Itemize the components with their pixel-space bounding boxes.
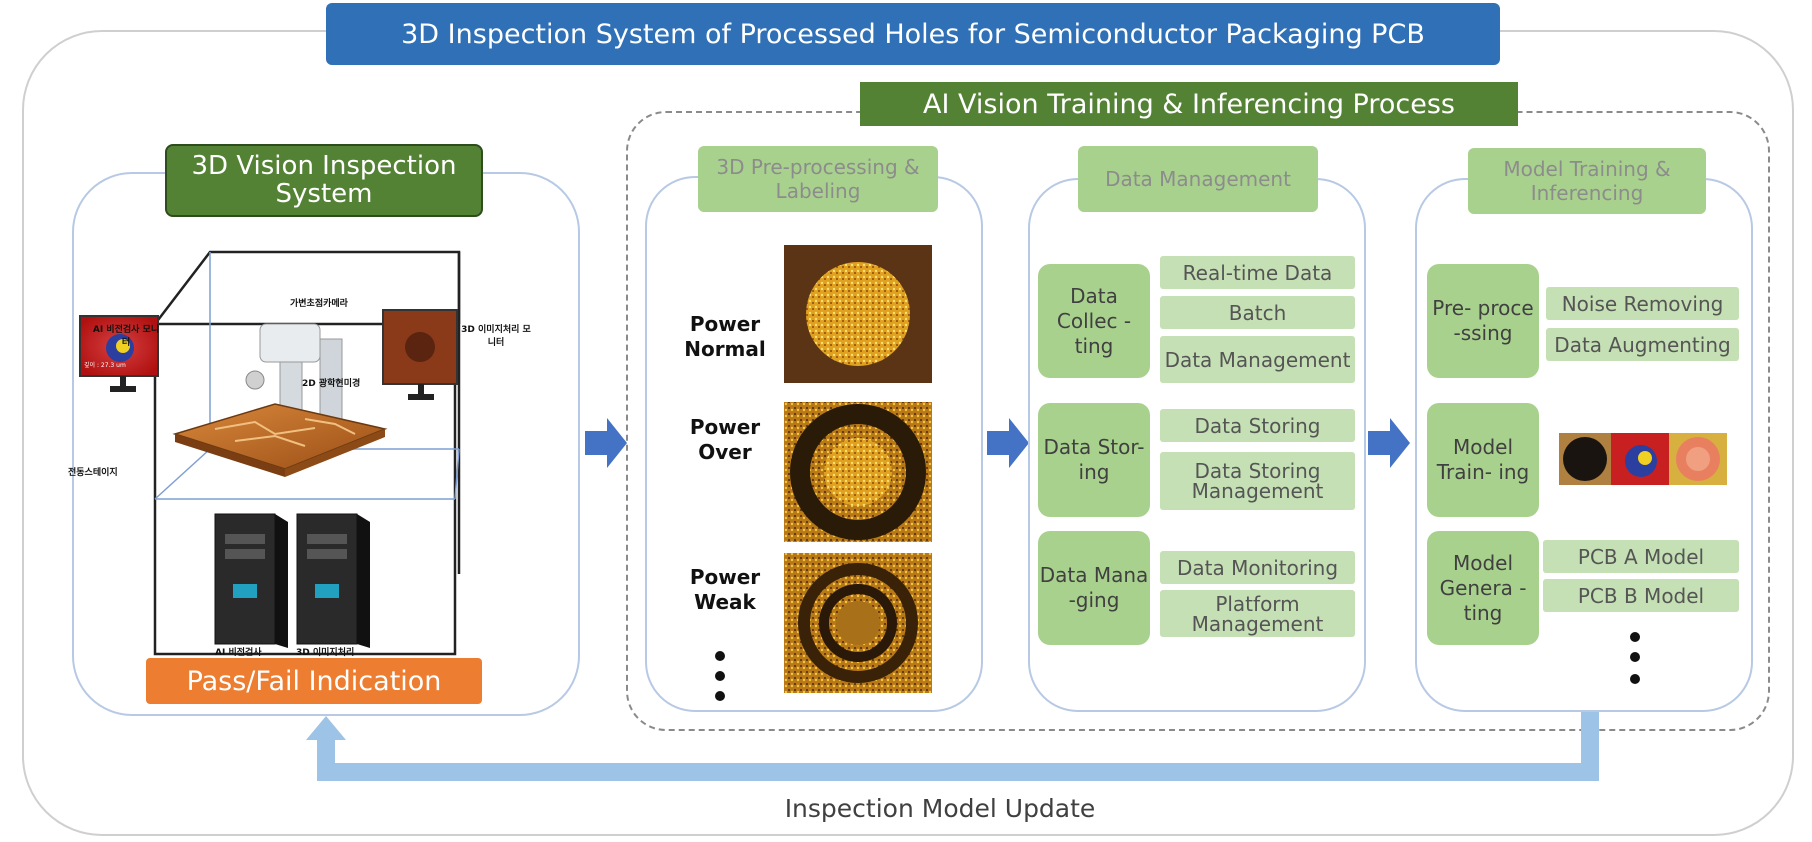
stage-label: 전동스테이지 — [68, 468, 118, 478]
preprocessing-step-label: Pre- proce -ssing — [1427, 264, 1539, 378]
main-title: 3D Inspection System of Processed Holes … — [326, 3, 1500, 65]
item-noise-removing: Noise Removing — [1546, 287, 1739, 320]
item-data-storing-management: Data Storing Management — [1160, 452, 1355, 510]
pc-ai-label: AI 비전검사 — [215, 648, 262, 658]
data-collecting-label: Data Collec -ting — [1038, 264, 1150, 378]
sample-image-over — [784, 402, 932, 542]
preprocessing-title: 3D Pre-processing & Labeling — [698, 146, 938, 212]
model-generating-label: Model Genera -ting — [1427, 531, 1539, 645]
ai-process-title: AI Vision Training & Inferencing Process — [860, 82, 1518, 126]
item-data-storing: Data Storing — [1160, 409, 1355, 442]
flow-arrow-icon — [987, 418, 1029, 468]
pass-fail-indicator: Pass/Fail Indication — [146, 658, 482, 704]
training-sample-images — [1559, 433, 1727, 485]
item-data-augmenting: Data Augmenting — [1546, 328, 1739, 361]
data-management-title: Data Management — [1078, 146, 1318, 212]
camera-label: 가변초점카메라 — [290, 299, 348, 309]
flow-arrow-icon — [1368, 418, 1410, 468]
item-pcb-b-model: PCB B Model — [1543, 579, 1739, 612]
model-update-label: Inspection Model Update — [784, 793, 1096, 823]
monitor-3d-label: 3D 이미지처리 모니터 — [461, 325, 531, 348]
item-realtime-data: Real-time Data — [1160, 256, 1355, 289]
ellipsis-dot — [715, 671, 725, 681]
vision-system-title: 3D Vision Inspection System — [165, 144, 483, 217]
ellipsis-dot — [1630, 652, 1640, 662]
sample-image-normal — [784, 245, 932, 383]
depth-readout: 깊이 : 27.3 um — [84, 362, 126, 369]
sample-label-normal: Power Normal — [684, 312, 766, 361]
sample-label-weak: Power Weak — [689, 565, 761, 614]
ellipsis-dot — [715, 691, 725, 701]
sample-label-over: Power Over — [689, 415, 761, 464]
sample-image-weak — [784, 553, 932, 693]
hole-sample-images — [784, 245, 932, 693]
model-title: Model Training & Inferencing — [1468, 148, 1706, 214]
item-data-management: Data Management — [1160, 336, 1355, 383]
item-batch: Batch — [1160, 296, 1355, 329]
item-data-monitoring: Data Monitoring — [1160, 551, 1355, 584]
inspection-machine-illustration — [79, 250, 461, 656]
item-platform-management: Platform Management — [1160, 590, 1355, 637]
item-pcb-a-model: PCB A Model — [1543, 540, 1739, 573]
ellipsis-dot — [1630, 674, 1640, 684]
ellipsis-dot — [1630, 632, 1640, 642]
ellipsis-dot — [715, 651, 725, 661]
ai-monitor-label: AI 비전검사 모니터 — [92, 325, 160, 348]
pc-3d-label: 3D 이미지처리 — [296, 648, 355, 658]
flow-arrow-icon — [585, 418, 627, 468]
data-storing-label: Data Stor- ing — [1038, 403, 1150, 517]
model-training-label: Model Train- ing — [1427, 403, 1539, 517]
microscope-label: 2D 광학현미경 — [302, 379, 361, 389]
data-managing-label: Data Mana -ging — [1038, 531, 1150, 645]
